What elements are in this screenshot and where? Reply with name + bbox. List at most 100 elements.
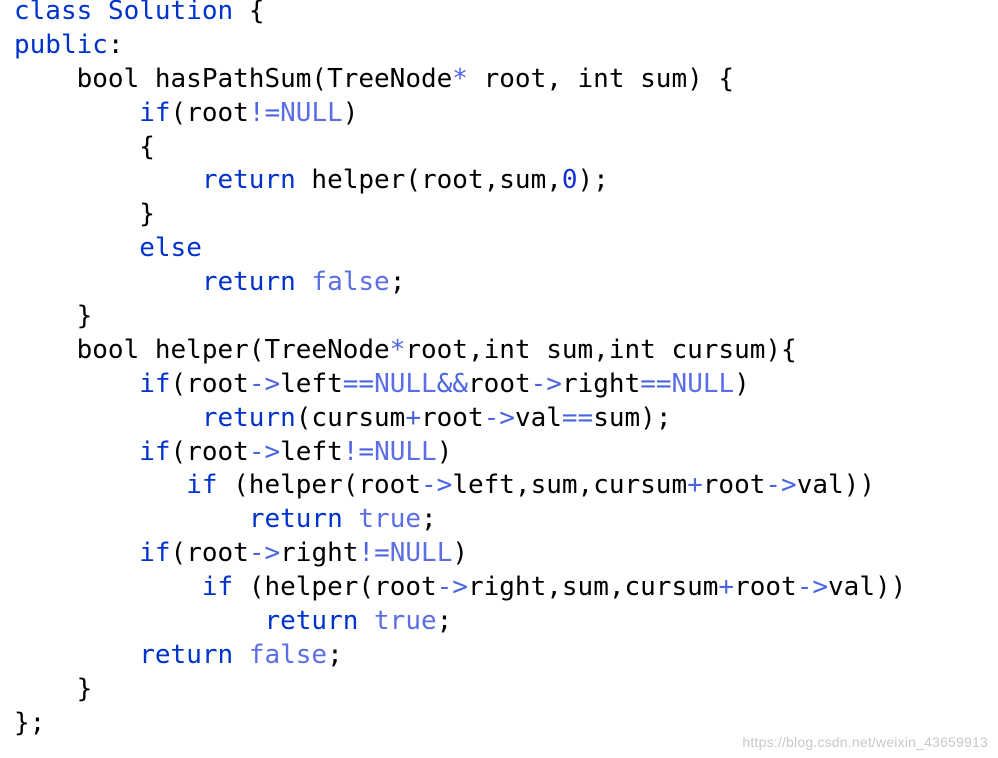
- code-text: (cursum: [295, 402, 406, 433]
- code-line: class Solution {: [14, 0, 906, 29]
- code-text: [92, 0, 108, 26]
- code-operator: !=: [342, 436, 375, 467]
- code-line: return true;: [14, 605, 906, 639]
- code-literal: true: [358, 504, 422, 535]
- code-line: bool hasPathSum(TreeNode* root, int sum)…: [14, 63, 906, 97]
- code-text: [343, 504, 359, 534]
- code-text: root: [468, 368, 531, 399]
- code-keyword: Solution: [107, 0, 234, 26]
- code-text: root: [702, 470, 766, 501]
- code-operator: ->: [248, 368, 281, 399]
- code-line: if(root->left==NULL&&root->right==NULL): [14, 368, 906, 402]
- code-text: ): [342, 97, 359, 128]
- code-text: ;: [327, 639, 343, 670]
- code-text: sum);: [593, 402, 672, 433]
- code-line: if(root->left!=NULL): [14, 436, 906, 470]
- code-text: [296, 267, 312, 297]
- code-keyword: if: [186, 470, 218, 501]
- code-text: (root: [170, 436, 249, 467]
- code-text: ;: [389, 267, 406, 298]
- code-text: };: [14, 707, 46, 738]
- code-literal: NULL: [389, 538, 453, 569]
- code-operator: ->: [421, 470, 453, 501]
- code-literal: true: [374, 606, 437, 637]
- code-operator: ==: [640, 368, 672, 399]
- code-text: :: [107, 29, 124, 60]
- code-text: {: [233, 0, 265, 26]
- code-text: (root: [170, 97, 249, 128]
- code-literal: NULL: [374, 436, 437, 467]
- code-line: return false;: [14, 639, 906, 673]
- code-text: [14, 640, 139, 670]
- code-text: [14, 369, 139, 399]
- code-keyword: return: [248, 504, 343, 535]
- code-text: ;: [421, 504, 437, 535]
- code-text: [14, 606, 264, 636]
- code-keyword: if: [139, 97, 171, 128]
- code-text: (helper(root: [217, 470, 421, 501]
- code-text: {: [14, 131, 155, 162]
- code-line: return true;: [14, 503, 906, 537]
- code-keyword: return: [139, 639, 234, 670]
- code-operator: !=: [248, 97, 281, 128]
- code-keyword: else: [139, 233, 202, 264]
- code-operator: ->: [436, 572, 468, 603]
- code-text: root: [734, 572, 797, 603]
- code-text: [14, 233, 139, 263]
- code-operator: ==: [342, 368, 375, 399]
- code-line: public:: [14, 29, 906, 63]
- code-text: (root: [170, 368, 249, 399]
- code-line: }: [14, 673, 906, 707]
- code-text: root, int sum) {: [467, 63, 735, 94]
- code-keyword: return: [264, 606, 359, 637]
- code-text: [358, 606, 374, 636]
- code-text: left,sum,cursum: [452, 470, 688, 501]
- code-text: [14, 504, 249, 534]
- code-literal: NULL: [374, 368, 437, 399]
- watermark-text: https://blog.csdn.net/weixin_43659913: [742, 734, 988, 750]
- code-keyword: return: [201, 402, 296, 433]
- code-operator: !=: [358, 538, 390, 569]
- code-text: }: [14, 199, 155, 230]
- code-operator: *: [389, 334, 406, 365]
- code-text: helper(root,sum,: [295, 165, 562, 196]
- code-literal: false: [248, 639, 328, 670]
- code-number: 0: [561, 165, 578, 196]
- code-operator: ->: [765, 470, 797, 501]
- code-text: root,int sum,int cursum){: [405, 334, 797, 365]
- code-line: else: [14, 232, 906, 266]
- code-text: ): [452, 538, 469, 569]
- code-text: val)): [796, 470, 875, 501]
- code-operator: +: [687, 470, 703, 501]
- code-line: return false;: [14, 266, 906, 300]
- code-operator: ->: [530, 368, 562, 399]
- code-text: bool helper(TreeNode: [14, 334, 390, 365]
- code-text: (root: [170, 538, 249, 569]
- code-line: }: [14, 300, 906, 334]
- code-text: [14, 267, 202, 297]
- code-line: if(root!=NULL): [14, 97, 906, 131]
- code-keyword: if: [139, 368, 171, 399]
- code-text: bool hasPathSum(TreeNode: [14, 63, 453, 94]
- code-text: ): [436, 436, 453, 467]
- code-line: return(cursum+root->val==sum);: [14, 402, 906, 436]
- code-literal: false: [311, 267, 390, 298]
- code-text: }: [14, 673, 93, 704]
- code-keyword: return: [201, 267, 296, 298]
- code-text: );: [577, 165, 609, 196]
- code-text: root: [421, 402, 484, 433]
- code-block: class Solution {public: bool hasPathSum(…: [14, 0, 906, 741]
- code-text: ;: [436, 606, 453, 637]
- code-text: [14, 403, 202, 433]
- code-text: right: [280, 538, 359, 569]
- code-text: [14, 470, 186, 500]
- code-literal: NULL: [671, 368, 735, 399]
- code-line: {: [14, 131, 906, 165]
- code-line: return helper(root,sum,0);: [14, 164, 906, 198]
- code-line: }: [14, 198, 906, 232]
- code-keyword: return: [201, 165, 296, 196]
- code-literal: NULL: [280, 97, 343, 128]
- code-operator: ->: [796, 572, 829, 603]
- code-text: (helper(root: [233, 572, 437, 603]
- code-text: right: [561, 368, 641, 399]
